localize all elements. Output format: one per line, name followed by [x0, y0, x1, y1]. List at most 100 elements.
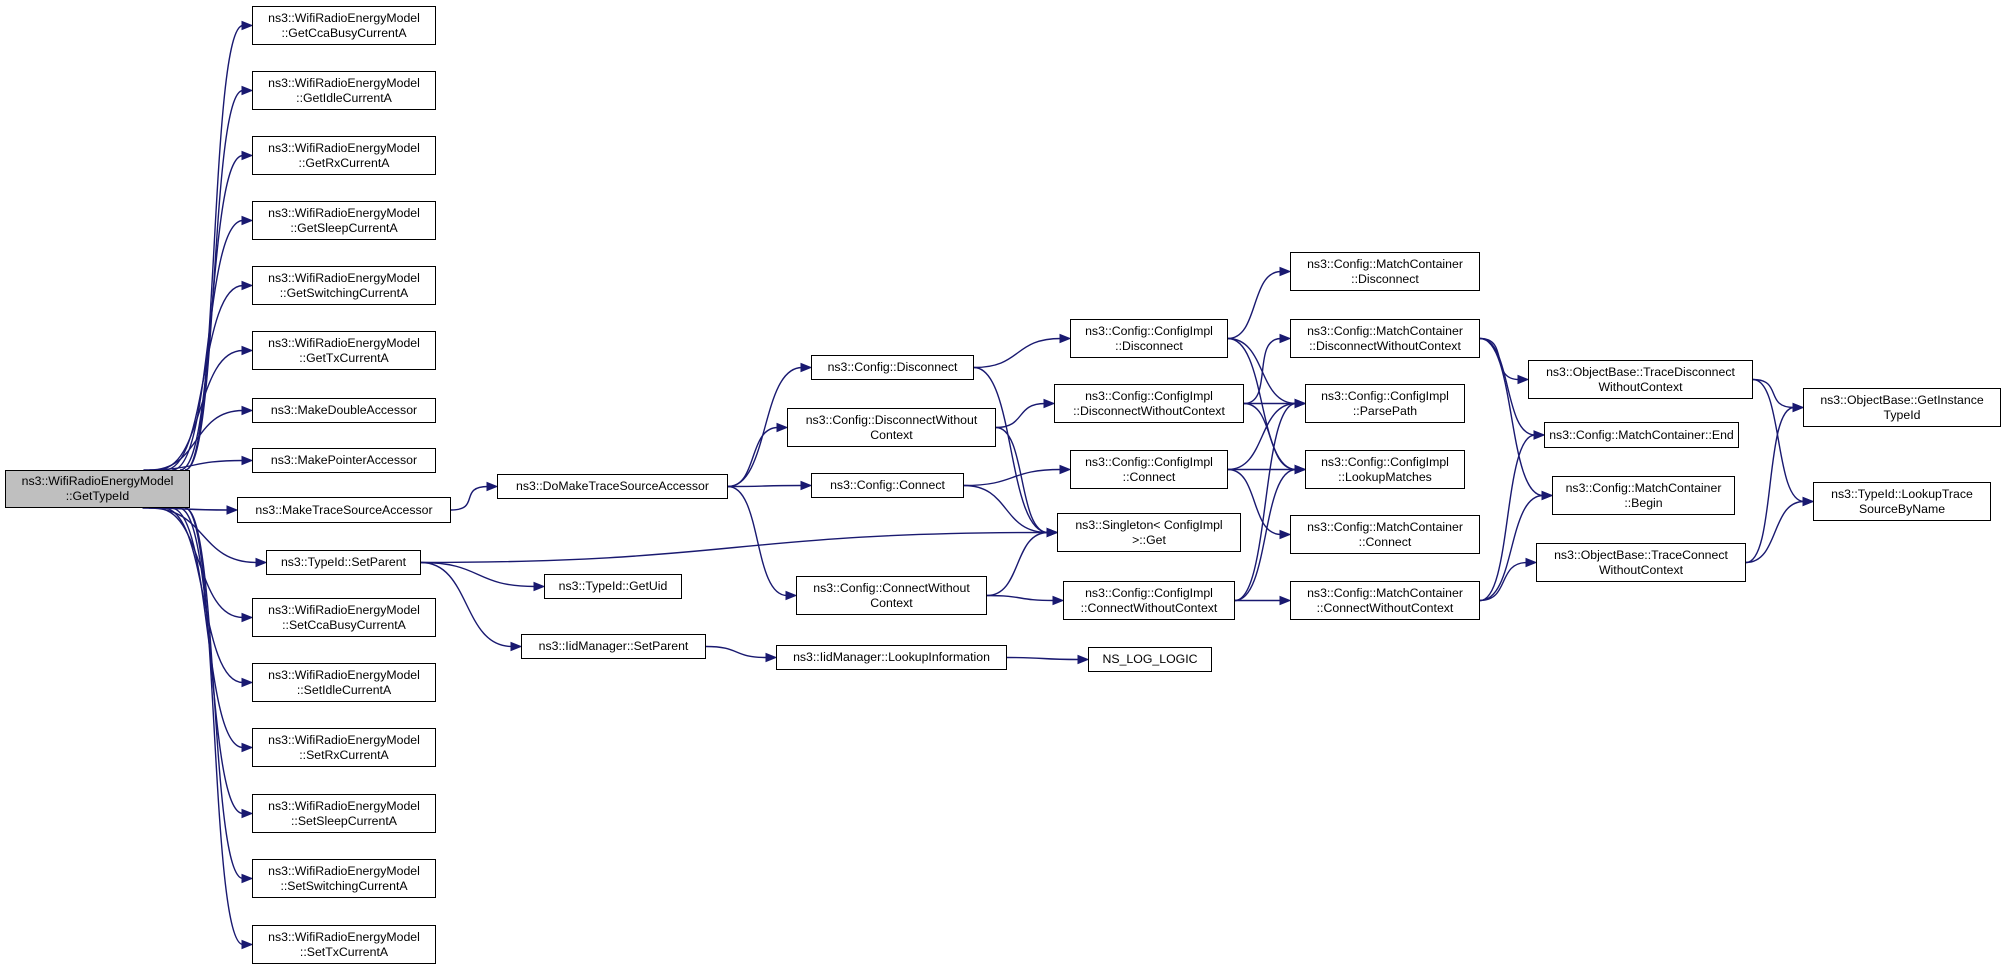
arrowhead: [241, 808, 254, 819]
function-node[interactable]: ns3::Config::ConfigImpl::LookupMatches: [1305, 450, 1465, 489]
function-node-label: Context: [870, 595, 913, 610]
function-node[interactable]: ns3::Singleton< ConfigImpl >::Get: [1057, 513, 1241, 552]
function-node-label: ::SetSleepCurrentA: [291, 813, 397, 828]
function-node[interactable]: ns3::TypeId::SetParent: [266, 550, 421, 575]
call-edge: [1479, 494, 1544, 602]
call-edge: [1243, 337, 1282, 405]
arrowhead: [486, 481, 499, 492]
function-node[interactable]: ns3::WifiRadioEnergyModel::GetCcaBusyCur…: [252, 6, 436, 45]
function-node[interactable]: ns3::DoMakeTraceSourceAccessor: [497, 474, 728, 499]
call-edge: [973, 337, 1062, 369]
arrowhead: [1541, 490, 1554, 501]
function-node[interactable]: ns3::Config::Disconnect: [811, 355, 974, 380]
function-node[interactable]: ns3::WifiRadioEnergyModel::SetSwitchingC…: [252, 859, 436, 898]
arrowhead: [241, 150, 254, 161]
arrowhead: [241, 742, 254, 753]
function-node-label: ::ConnectWithoutContext: [1080, 600, 1218, 615]
arrowhead: [510, 641, 523, 652]
function-node[interactable]: ns3::Config::MatchContainer::DisconnectW…: [1290, 319, 1480, 358]
function-node[interactable]: NS_LOG_LOGIC: [1088, 647, 1212, 672]
arrowhead: [241, 215, 254, 226]
arrowhead: [241, 280, 254, 291]
function-node[interactable]: ns3::WifiRadioEnergyModel::GetSwitchingC…: [252, 266, 436, 305]
function-node[interactable]: ns3::MakeDoubleAccessor: [252, 398, 436, 423]
function-node[interactable]: ns3::WifiRadioEnergyModel::SetIdleCurren…: [252, 663, 436, 702]
call-edge: [727, 484, 803, 488]
function-node-label: ns3::ObjectBase::TraceDisconnect: [1546, 364, 1735, 379]
function-node[interactable]: ns3::WifiRadioEnergyModel::SetCcaBusyCur…: [252, 598, 436, 637]
function-node-label: ns3::WifiRadioEnergyModel: [268, 140, 420, 155]
function-node[interactable]: ns3::WifiRadioEnergyModel::GetRxCurrentA: [252, 136, 436, 175]
function-node[interactable]: ns3::WifiRadioEnergyModel::SetSleepCurre…: [252, 794, 436, 833]
call-edges: [142, 20, 1815, 950]
function-node[interactable]: ns3::MakePointerAccessor: [252, 448, 436, 473]
function-node[interactable]: ns3::Config::ConfigImpl::DisconnectWitho…: [1054, 384, 1244, 423]
call-edge: [420, 561, 536, 588]
function-node[interactable]: ns3::IidManager::SetParent: [521, 634, 706, 659]
function-node-label: ns3::WifiRadioEnergyModel: [268, 602, 420, 617]
function-node-label: ns3::WifiRadioEnergyModel: [268, 205, 420, 220]
call-edge: [1745, 500, 1805, 564]
call-edge: [986, 531, 1049, 597]
arrowhead: [241, 939, 254, 950]
function-node-label: ns3::WifiRadioEnergyModel: [268, 929, 420, 944]
function-node[interactable]: ns3::Config::MatchContainer::ConnectWith…: [1290, 581, 1480, 620]
function-node[interactable]: ns3::Config::Connect: [811, 473, 964, 498]
call-edge: [170, 507, 244, 749]
call-edge: [1752, 378, 1795, 409]
arrowhead: [241, 345, 254, 356]
arrowhead: [1294, 464, 1307, 475]
function-node-label: ::GetTypeId: [65, 489, 130, 503]
function-node[interactable]: ns3::WifiRadioEnergyModel::SetTxCurrentA: [252, 925, 436, 964]
function-node-label: NS_LOG_LOGIC: [1102, 652, 1198, 666]
arrowhead: [1059, 464, 1072, 475]
function-node[interactable]: ns3::Config::MatchContainer::Connect: [1290, 515, 1480, 554]
arrowhead: [1294, 398, 1307, 409]
arrowhead: [241, 20, 254, 31]
function-node[interactable]: ns3::WifiRadioEnergyModel::SetRxCurrentA: [252, 728, 436, 767]
function-node-label: ns3::Config::MatchContainer: [1307, 323, 1463, 338]
call-edge: [420, 561, 513, 648]
function-node-label: WithoutContext: [1598, 562, 1684, 577]
function-node-label: ns3::WifiRadioEnergyModel: [268, 667, 420, 682]
function-node-label: ::DisconnectWithoutContext: [1073, 403, 1225, 418]
call-edge: [986, 594, 1055, 602]
function-node-label: ::GetSleepCurrentA: [290, 220, 398, 235]
function-node-label: SourceByName: [1858, 501, 1946, 516]
function-node-label: ::ParsePath: [1352, 403, 1418, 418]
call-edge: [1479, 337, 1536, 436]
function-node[interactable]: ns3::WifiRadioEnergyModel::GetIdleCurren…: [252, 71, 436, 110]
function-node-label: ns3::Config::ConfigImpl: [1085, 454, 1213, 469]
root-function-node[interactable]: ns3::WifiRadioEnergyModel::GetTypeId: [5, 470, 190, 508]
function-node[interactable]: ns3::Config::ConfigImpl::Connect: [1070, 450, 1228, 489]
call-edge: [420, 531, 1049, 564]
call-edge: [995, 402, 1046, 429]
arrowhead: [241, 455, 254, 466]
function-node[interactable]: ns3::WifiRadioEnergyModel::GetTxCurrentA: [252, 331, 436, 370]
function-node[interactable]: ns3::Config::ConfigImpl::ConnectWithoutC…: [1063, 581, 1235, 620]
call-edge: [450, 485, 489, 511]
call-edge: [172, 219, 244, 471]
function-node-label: WithoutContext: [1598, 379, 1683, 394]
function-node[interactable]: ns3::Config::MatchContainer::Begin: [1552, 476, 1735, 515]
function-node-label: ns3::MakePointerAccessor: [270, 453, 418, 467]
function-node[interactable]: ns3::Config::ConfigImpl::ParsePath: [1305, 384, 1465, 423]
function-node[interactable]: ns3::Config::ConfigImpl::Disconnect: [1070, 319, 1228, 358]
arrowhead: [241, 873, 254, 884]
call-edge: [973, 366, 1049, 534]
function-node[interactable]: ns3::Config::MatchContainer::End: [1544, 422, 1739, 448]
function-node[interactable]: ns3::TypeId::GetUid: [544, 574, 682, 599]
function-node[interactable]: ns3::IidManager::LookupInformation: [776, 645, 1007, 670]
function-node[interactable]: ns3::MakeTraceSourceAccessor: [237, 497, 451, 523]
function-node[interactable]: ns3::Config::MatchContainer::Disconnect: [1290, 252, 1480, 291]
function-node[interactable]: ns3::WifiRadioEnergyModel::GetSleepCurre…: [252, 201, 436, 240]
function-node-label: ::SetRxCurrentA: [299, 747, 389, 762]
function-node-label: ns3::WifiRadioEnergyModel: [268, 863, 420, 878]
function-node-label: ns3::ObjectBase::TraceConnect: [1554, 547, 1728, 562]
